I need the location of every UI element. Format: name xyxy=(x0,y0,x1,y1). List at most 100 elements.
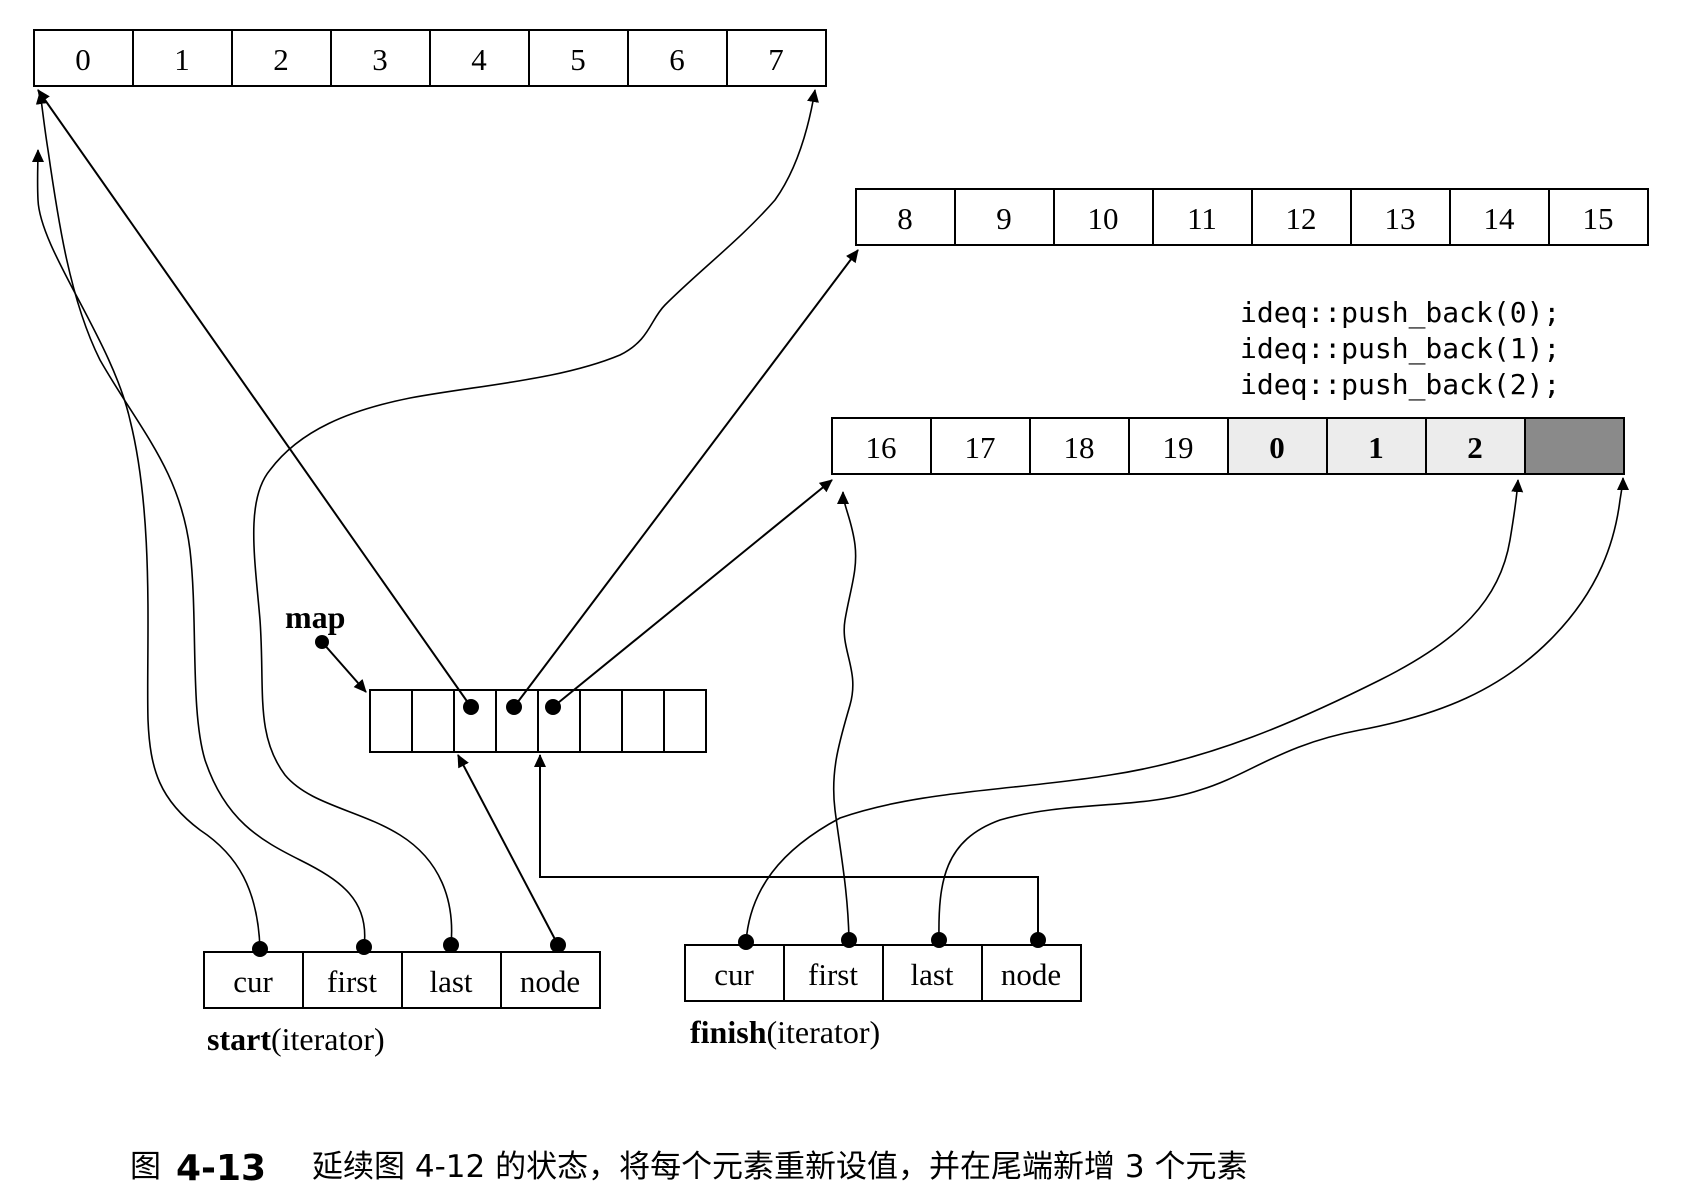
buffer-cell: 1 xyxy=(1326,417,1427,475)
buffer-cell-label: 15 xyxy=(1583,201,1614,236)
map-node xyxy=(537,689,581,753)
buffer-cell: 17 xyxy=(930,417,1031,475)
map-node xyxy=(663,689,707,753)
buffer-cell: 2 xyxy=(231,29,332,87)
map-to-buffer3-arrow xyxy=(552,479,833,708)
caption-number: 4-13 xyxy=(176,1148,266,1189)
finish-first-arrow xyxy=(832,491,857,941)
start-field-node xyxy=(500,951,601,1009)
code-line: ideq::push_back(1); xyxy=(1240,332,1560,366)
buffer-cell: 2 xyxy=(1425,417,1526,475)
finish-field-label: last xyxy=(910,957,953,992)
start-field-label: cur xyxy=(233,964,273,999)
buffer-cell-label: 4 xyxy=(471,42,487,77)
map-pointer-arrow xyxy=(321,641,367,693)
caption-text: 延续图 4-12 的状态，将每个元素重新设值，并在尾端新增 3 个元素 xyxy=(312,1149,1248,1185)
buffer-cell-label: 13 xyxy=(1385,201,1416,236)
start-node-arrow xyxy=(457,754,559,946)
map-node xyxy=(411,689,455,753)
buffer-cell-label: 1 xyxy=(174,42,190,77)
buffer-cell-label: 10 xyxy=(1088,201,1119,236)
code-line: ideq::push_back(2); xyxy=(1240,368,1560,402)
buffer-cell-label: 0 xyxy=(75,42,91,77)
start-cur-arrow xyxy=(31,149,261,950)
buffer-cell-label: 16 xyxy=(866,430,897,465)
buffer-cell: 6 xyxy=(627,29,728,87)
map-node xyxy=(453,689,497,753)
buffer-cell-label: 11 xyxy=(1187,201,1217,236)
buffer-cell-label: 2 xyxy=(1467,430,1483,465)
buffer-cell: 5 xyxy=(528,29,629,87)
buffer-cell: 8 xyxy=(855,188,956,246)
buffer-1: 0 1 2 3 4 5 6 7 xyxy=(33,29,827,87)
buffer-cell-label: 3 xyxy=(372,42,388,77)
map-to-buffer1-arrow xyxy=(37,89,472,708)
buffer-cell-label: 6 xyxy=(669,42,685,77)
finish-field-label: node xyxy=(1001,957,1061,992)
finish-node-arrow xyxy=(534,754,1039,940)
start-first-arrow xyxy=(35,91,366,948)
buffer-cell-label: 12 xyxy=(1286,201,1317,236)
buffer-cell-label: 19 xyxy=(1163,430,1194,465)
buffer-cell: 18 xyxy=(1029,417,1130,475)
buffer-cell-label: 18 xyxy=(1064,430,1095,465)
map-label: map xyxy=(285,599,345,635)
start-iterator: cur first last node start(iterator) xyxy=(203,937,601,1057)
finish-last-arrow xyxy=(938,477,1629,941)
buffer-cell: 3 xyxy=(330,29,431,87)
buffer-cell: 16 xyxy=(831,417,932,475)
buffer-cell-label: 1 xyxy=(1368,430,1384,465)
buffer-cell: 15 xyxy=(1548,188,1649,246)
buffer-cell: 10 xyxy=(1053,188,1154,246)
finish-iterator-label: finish(iterator) xyxy=(690,1014,880,1050)
start-field-label: last xyxy=(429,964,472,999)
buffer-cell-label: 7 xyxy=(768,42,784,77)
finish-field-label: first xyxy=(808,957,858,992)
buffer-cell-label: 17 xyxy=(965,430,996,465)
map-node xyxy=(495,689,539,753)
buffer-cell-label: 5 xyxy=(570,42,586,77)
finish-iterator: cur first last node finish(iterator) xyxy=(684,932,1082,1050)
buffer-cell-label: 8 xyxy=(897,201,913,236)
code-line: ideq::push_back(0); xyxy=(1240,296,1560,330)
buffer-cell: 19 xyxy=(1128,417,1229,475)
start-last-arrow xyxy=(253,89,819,946)
finish-field-cur xyxy=(684,944,785,1002)
finish-field-label: cur xyxy=(714,957,754,992)
start-field-label: first xyxy=(327,964,377,999)
map-node xyxy=(621,689,665,753)
buffer-cell: 13 xyxy=(1350,188,1451,246)
buffer-3: 16 17 18 19 0 1 2 xyxy=(831,417,1625,475)
buffer-cell-label: 9 xyxy=(996,201,1012,236)
buffer-cell-empty xyxy=(1524,417,1625,475)
buffer-cell: 14 xyxy=(1449,188,1550,246)
map-node xyxy=(579,689,623,753)
buffer-cell: 9 xyxy=(954,188,1055,246)
push-back-code: ideq::push_back(0); ideq::push_back(1); … xyxy=(1240,296,1560,402)
start-iterator-label: start(iterator) xyxy=(207,1021,385,1057)
finish-field-first xyxy=(783,944,884,1002)
caption-prefix: 图 xyxy=(130,1149,161,1185)
buffer-cell: 4 xyxy=(429,29,530,87)
buffer-cell: 0 xyxy=(33,29,134,87)
buffer-cell-label: 0 xyxy=(1269,430,1285,465)
map-to-buffer2-arrow xyxy=(513,249,859,708)
buffer-cell: 12 xyxy=(1251,188,1352,246)
figure-caption: 图 4-13 延续图 4-12 的状态，将每个元素重新设值，并在尾端新增 3 个… xyxy=(130,1148,1248,1189)
map: map xyxy=(285,599,707,753)
start-field-first xyxy=(302,951,403,1009)
buffer-cell: 7 xyxy=(726,29,827,87)
start-field-label: node xyxy=(520,964,580,999)
buffer-cell: 0 xyxy=(1227,417,1328,475)
finish-field-node xyxy=(981,944,1082,1002)
buffer-cell-label: 14 xyxy=(1484,201,1516,236)
buffer-cell-label: 2 xyxy=(273,42,289,77)
finish-field-last xyxy=(882,944,983,1002)
map-node xyxy=(369,689,413,753)
finish-cur-arrow xyxy=(745,479,1524,943)
buffer-cell: 11 xyxy=(1152,188,1253,246)
buffer-cell: 1 xyxy=(132,29,233,87)
map-node-array xyxy=(369,689,707,753)
buffer-2: 8 9 10 11 12 13 14 15 xyxy=(855,188,1649,246)
